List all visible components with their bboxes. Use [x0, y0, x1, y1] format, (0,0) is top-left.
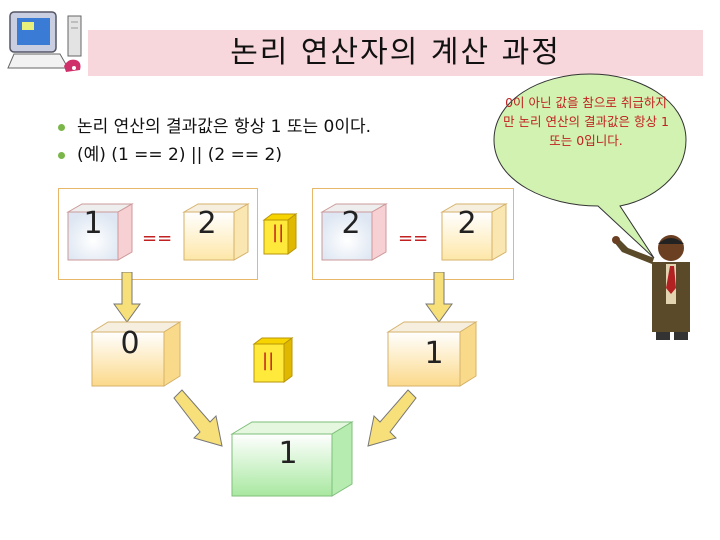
bullet-text: (예) (1 == 2) || (2 == 2): [77, 145, 282, 165]
equality-operator: ==: [142, 228, 172, 249]
equality-operator: ==: [398, 228, 428, 249]
or-operator: ||: [272, 222, 284, 243]
down-arrow-icon: [112, 272, 142, 324]
operand-2: 2: [192, 206, 222, 241]
diagonal-arrow-icon: [170, 388, 230, 452]
left-result: 0: [110, 326, 150, 361]
diagonal-arrow-icon: [360, 388, 420, 452]
down-arrow-icon: [424, 272, 454, 324]
right-result: 1: [414, 336, 454, 371]
bullet-item: 논리 연산의 결과값은 항상 1 또는 0이다.: [58, 112, 371, 137]
operand-1: 1: [78, 206, 108, 241]
operand-3: 2: [336, 206, 366, 241]
speech-bubble-text: 0이 아닌 값을 참으로 취급하지만 논리 연산의 결과값은 항상 1 또는 0…: [500, 93, 672, 150]
bullet-dot: [58, 152, 65, 159]
computer-icon: [2, 8, 84, 80]
operand-4: 2: [452, 206, 482, 241]
or-operator: ||: [262, 350, 274, 371]
final-result: 1: [268, 436, 308, 471]
bullet-text: 논리 연산의 결과값은 항상 1 또는 0이다.: [77, 117, 371, 137]
bullet-dot: [58, 124, 65, 131]
bullet-item: (예) (1 == 2) || (2 == 2): [58, 140, 282, 165]
presenter-icon: [600, 228, 710, 340]
page-title: 논리 연산자의 계산 과정: [88, 30, 703, 76]
